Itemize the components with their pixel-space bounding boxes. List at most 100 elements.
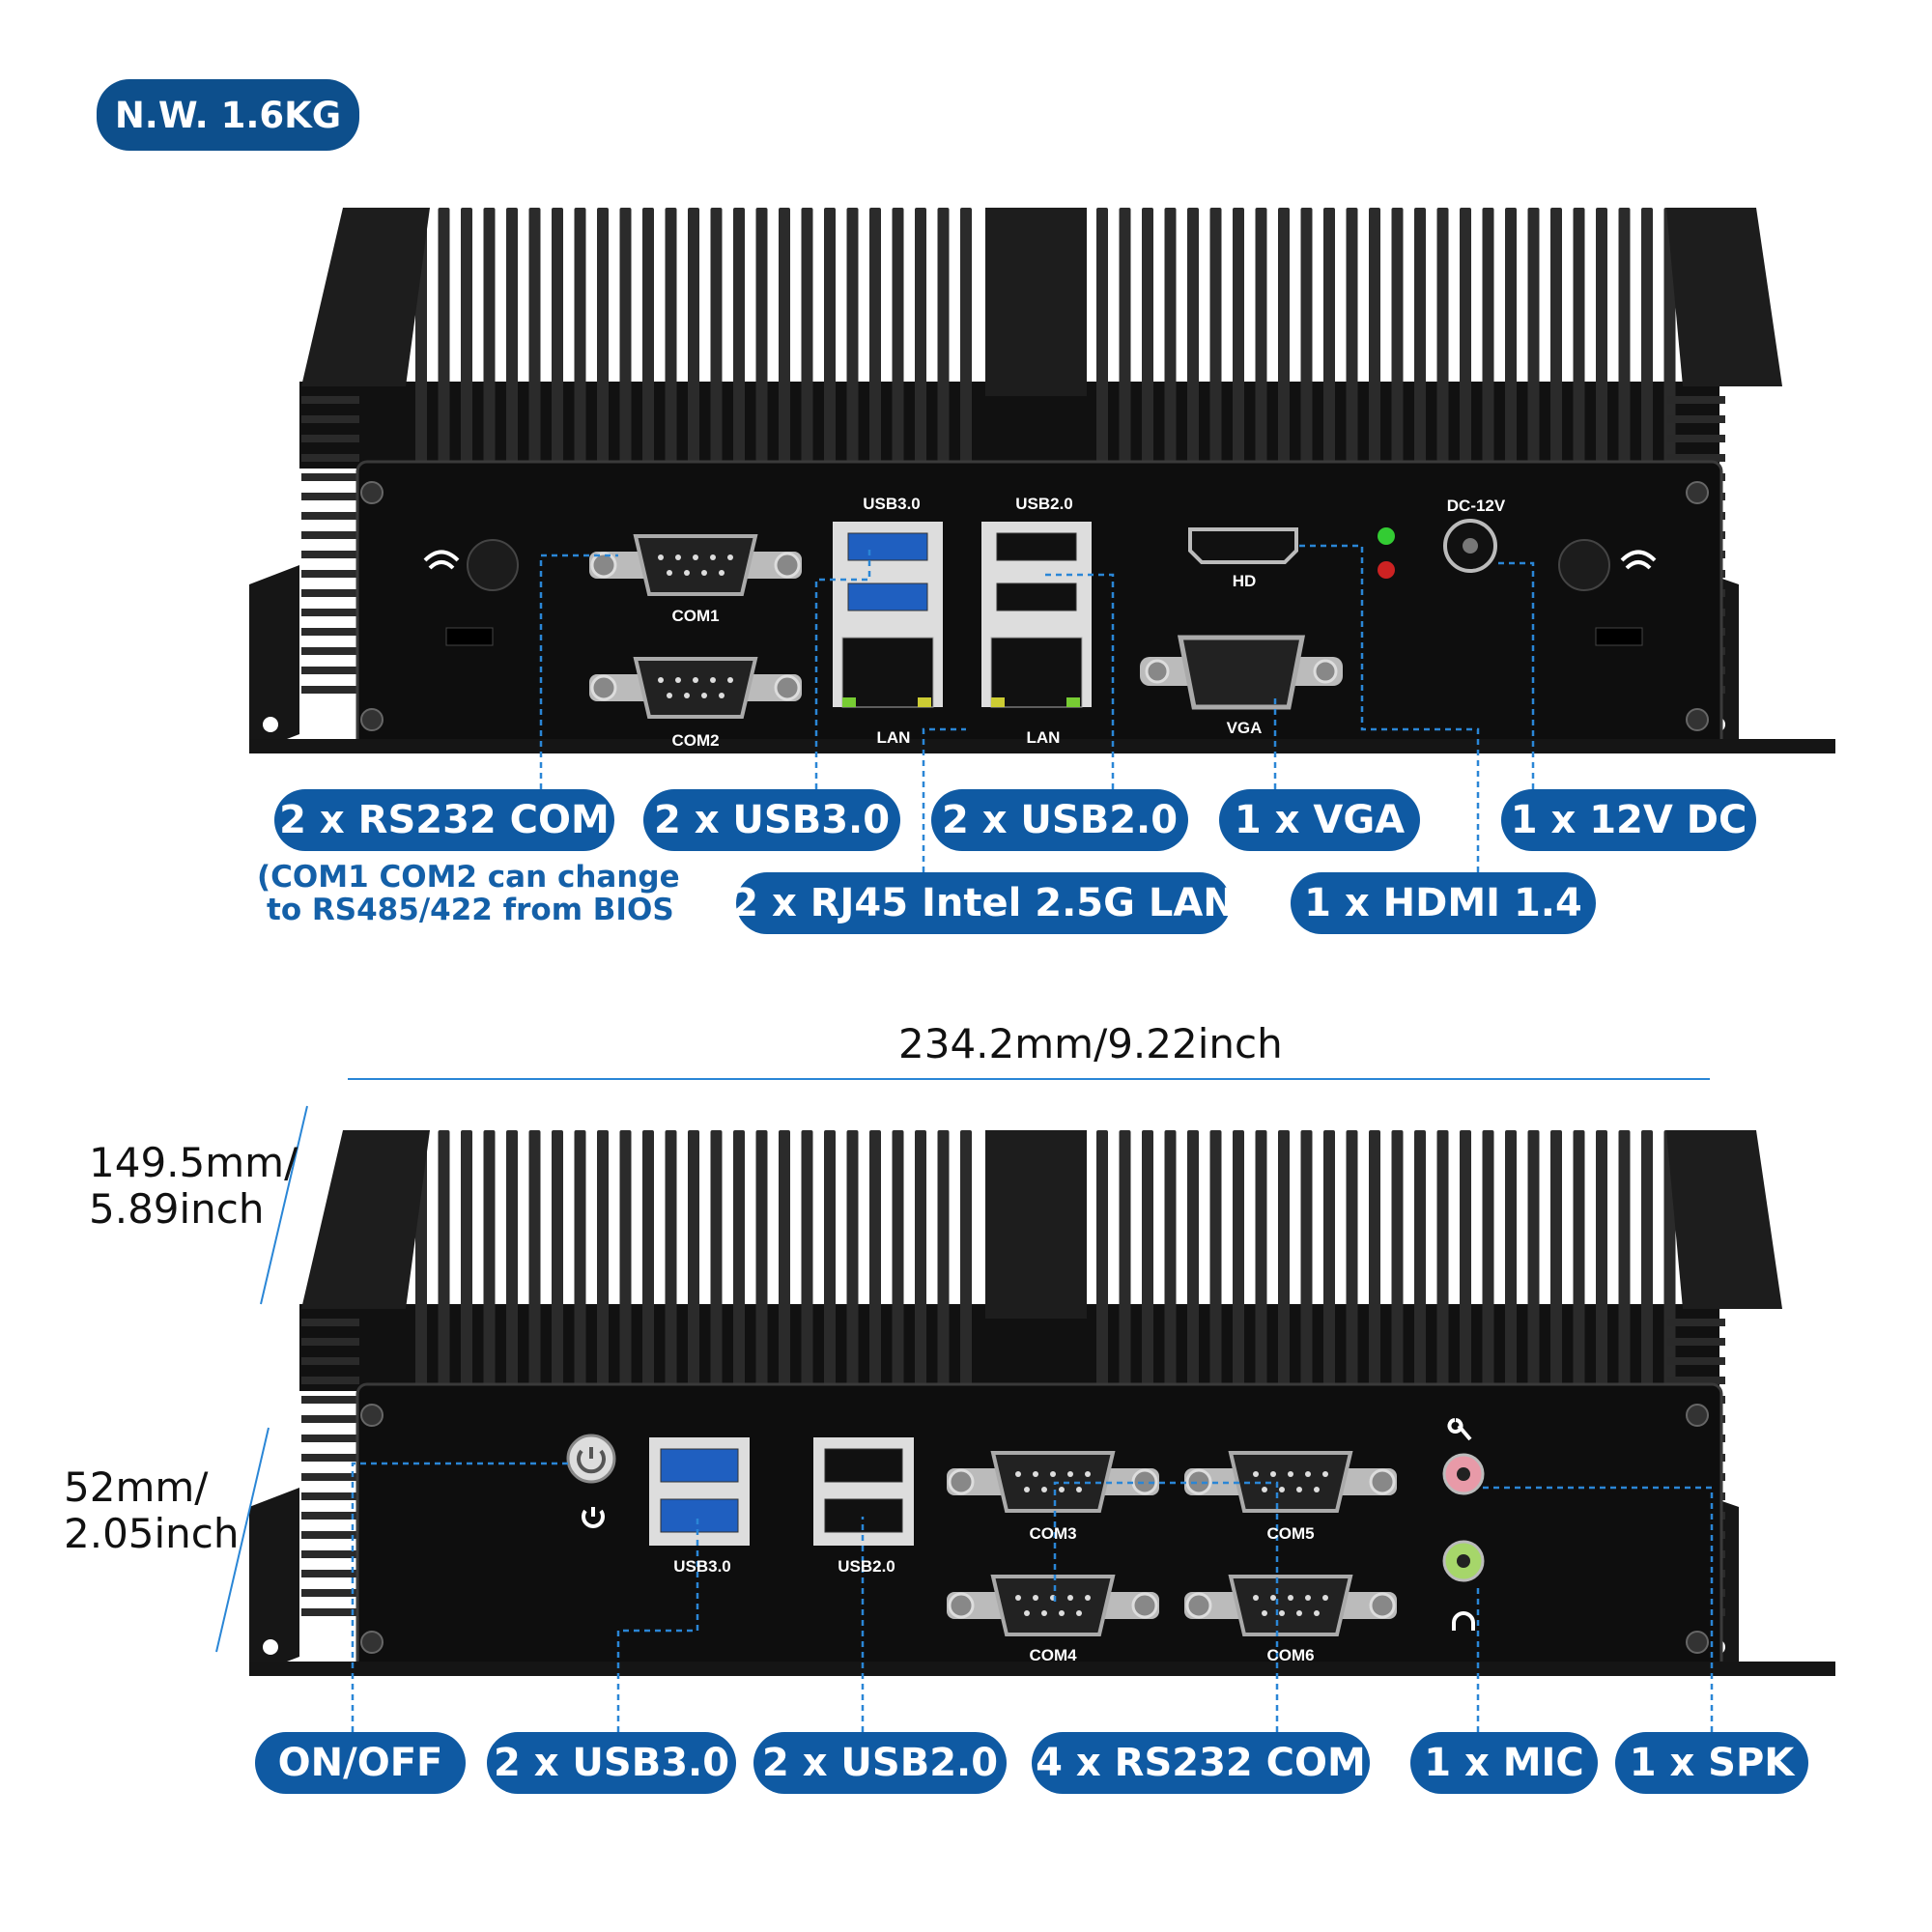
bottom-side-fin <box>301 1319 359 1326</box>
callout-top-rs232: 2 x RS232 COM <box>274 789 614 851</box>
com5-port-pin <box>1270 1471 1276 1477</box>
bottom-usb20-port <box>824 1448 903 1483</box>
top-fin <box>1436 208 1449 469</box>
bottom-fin <box>688 1130 699 1391</box>
top-fin <box>733 208 745 469</box>
top-usb30-port-label: USB3.0 <box>863 495 921 513</box>
usb30-port <box>847 582 928 611</box>
bottom-mount-hole <box>263 1639 278 1655</box>
top-side-fin <box>301 473 359 481</box>
lan-led <box>1066 697 1080 707</box>
top-left-flange <box>249 565 299 753</box>
com6-port-pin <box>1288 1595 1293 1601</box>
top-fin <box>665 208 677 469</box>
weight-badge: N.W. 1.6KG <box>97 79 359 151</box>
bottom-fin <box>1527 1130 1540 1391</box>
bottom-side-fin <box>301 1550 359 1558</box>
com3-port-pin <box>1067 1471 1073 1477</box>
bottom-fin <box>937 1130 950 1391</box>
bottom-side-fin <box>301 1435 359 1442</box>
top-fin <box>1618 208 1631 469</box>
bottom-side-fin <box>1667 1377 1725 1384</box>
top-side-fin <box>301 647 359 655</box>
top-fin <box>506 208 518 469</box>
bottom-fin <box>619 1130 632 1391</box>
bottom-fin <box>1482 1130 1494 1391</box>
top-fin <box>1278 208 1290 469</box>
com2-port-pin <box>658 677 664 683</box>
bottom-fin <box>824 1130 836 1391</box>
com5-port-screw <box>1369 1468 1396 1495</box>
com4-port-screw <box>948 1592 975 1619</box>
height-dimension-line2: 2.05inch <box>64 1510 240 1557</box>
com6-port-screw <box>1185 1592 1212 1619</box>
top-fin <box>552 208 563 469</box>
bottom-screw <box>360 1404 384 1427</box>
top-fin <box>1255 208 1267 469</box>
headphone-icon <box>1452 1611 1475 1631</box>
com4-port-screw <box>1131 1592 1158 1619</box>
com5-port-pin <box>1262 1487 1267 1492</box>
bottom-fin <box>1391 1130 1404 1391</box>
com1-port-screw <box>774 552 801 579</box>
hdd-led <box>1378 561 1395 579</box>
bottom-fin <box>1505 1130 1517 1391</box>
top-fin <box>892 208 904 469</box>
top-fin <box>869 208 881 469</box>
bottom-fin <box>461 1130 472 1391</box>
top-fin <box>1187 208 1199 469</box>
bottom-usb30-port <box>660 1498 739 1533</box>
top-side-fin <box>301 667 359 674</box>
top-side-fin <box>1667 396 1725 404</box>
com2-port-pin <box>701 693 707 698</box>
com1-port-pin <box>701 570 707 576</box>
bottom-fin <box>733 1130 745 1391</box>
top-fin <box>483 208 496 469</box>
com4-port-label: COM4 <box>1029 1646 1077 1664</box>
bottom-side-fin <box>301 1377 359 1384</box>
top-side-fin <box>1667 454 1725 462</box>
bottom-side-fin <box>301 1396 359 1404</box>
com2-port-screw <box>774 674 801 701</box>
com3-port-pin <box>1050 1471 1056 1477</box>
callout-top-usb20: 2 x USB2.0 <box>931 789 1188 851</box>
callout-top-usb30: 2 x USB3.0 <box>643 789 900 851</box>
com3-port-pin <box>1076 1487 1082 1492</box>
top-fin <box>824 208 836 469</box>
com4-port-pin <box>1024 1610 1030 1616</box>
bottom-fin <box>1641 1130 1653 1391</box>
bottom-usb30-port-label: USB3.0 <box>673 1557 731 1576</box>
leader-onoff <box>351 1462 570 1732</box>
com3-port-screw <box>948 1468 975 1495</box>
com3-port-pin <box>1041 1487 1047 1492</box>
top-mount-hole <box>263 717 278 732</box>
antenna-left-icon <box>467 539 519 591</box>
leader-usb20 <box>1043 573 1115 789</box>
com3-port-pin <box>1059 1487 1065 1492</box>
bottom-side-fin <box>301 1473 359 1481</box>
com2-port-pin <box>684 693 690 698</box>
bottom-fin <box>1346 1130 1358 1391</box>
com6-port-pin <box>1253 1595 1259 1601</box>
com5-port-pin <box>1322 1471 1328 1477</box>
top-fin <box>528 208 541 469</box>
com6-port <box>1228 1575 1353 1636</box>
slot-left <box>445 627 494 646</box>
top-fin <box>1209 208 1222 469</box>
bottom-fin <box>1436 1130 1449 1391</box>
leader-hdmi <box>1296 544 1480 872</box>
top-side-fin <box>301 454 359 462</box>
com1-port-pin <box>727 554 733 560</box>
top-fin <box>1142 208 1153 469</box>
callout-top-lan: 2 x RJ45 Intel 2.5G LAN <box>731 872 1236 934</box>
com2-port-screw <box>590 674 617 701</box>
top-fin <box>438 208 450 469</box>
bottom-fin <box>506 1130 518 1391</box>
com6-port-pin <box>1305 1595 1311 1601</box>
bottom-fin <box>1119 1130 1131 1391</box>
bottom-fin <box>483 1130 496 1391</box>
lan-led <box>842 697 856 707</box>
com1-port-pin <box>693 554 698 560</box>
bottom-fin <box>1278 1130 1290 1391</box>
